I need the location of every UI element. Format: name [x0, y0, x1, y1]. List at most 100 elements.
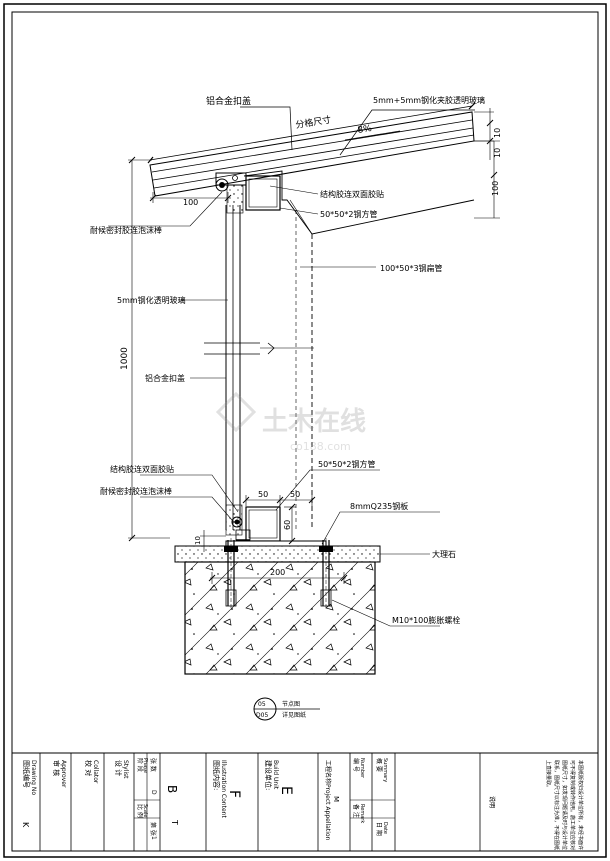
watermark: 土木在线 co188.com — [215, 391, 366, 453]
detail-tag-right-2: 详见图纸 — [282, 711, 306, 719]
tb-scale-en: Scale — [142, 804, 148, 817]
anchor-bolt-right — [319, 538, 333, 610]
tb-phase-label: 阶 段 — [136, 758, 144, 772]
top-joint — [215, 172, 247, 214]
dim-60-line — [284, 503, 296, 545]
tb-date-en: Date — [382, 822, 388, 834]
grid-size-label: 分格尺寸 — [295, 113, 332, 130]
tb-content-label: 图纸内容: — [212, 760, 221, 790]
tb-phase-value: B — [165, 785, 179, 793]
right-100-dim — [474, 140, 500, 219]
steel-plate-label: 8mmQ235钢板 — [350, 501, 408, 511]
tb-check-label: 校 对 — [84, 760, 93, 776]
right-thickness-dims — [474, 108, 494, 160]
tb-project-label: 工程名称Project Appellation — [324, 760, 332, 841]
tb-approve-label: 审 核 — [52, 760, 61, 776]
square-tube-top-leader — [279, 207, 319, 215]
tb-approve-en: Approver — [60, 760, 67, 788]
dim-50-a: 50 — [258, 490, 268, 499]
glass-laminated-leader — [339, 109, 475, 156]
tb-number-label: 编 号 — [352, 758, 360, 772]
marble-slab — [174, 545, 381, 563]
square-tube-bottom-leader — [275, 469, 380, 511]
struct-glue-bottom-label: 结构胶连双面胶贴 — [110, 464, 174, 474]
tb-unit-label: 建设单位: — [264, 760, 273, 790]
title-block — [11, 752, 599, 852]
weather-seal-top-label: 耐候密封胶连泡沫棒 — [90, 225, 162, 235]
dim-100-top: 100 — [183, 198, 198, 207]
flat-tube-label: 100*50*3钢扁管 — [380, 263, 443, 273]
tb-date-label: 日 期 — [375, 822, 383, 836]
tb-remark-label: 备 注 — [352, 804, 360, 818]
detail-tag: 05 D05 节点图 详见图纸 — [253, 697, 320, 721]
weather-seal-bottom-label: 耐候密封胶连泡沫棒 — [100, 486, 172, 496]
detail-tag-bottom: D05 — [256, 712, 268, 719]
dim-10-left: 10 — [194, 536, 202, 545]
tb-project-value: M — [332, 796, 340, 802]
anchor-bolt-label: M10*100膨胀螺栓 — [392, 615, 460, 625]
watermark-sub: co188.com — [290, 440, 351, 453]
tb-scale-value: 1 — [150, 836, 157, 840]
weather-seal-top-leader — [108, 191, 223, 227]
detail-tag-right-1: 节点图 — [282, 700, 300, 708]
dim-1000: 1000 — [120, 347, 130, 370]
watermark-main: 土木在线 — [262, 407, 366, 437]
left-100-dim — [149, 192, 232, 203]
tb-summary-en: Summary — [382, 758, 388, 782]
tb-qty-value: D — [150, 790, 157, 795]
concrete-base — [184, 561, 376, 675]
vertical-glass — [204, 205, 314, 530]
dim-100-right: 100 — [491, 181, 500, 196]
dim-small-2: 10 — [493, 148, 502, 158]
tb-design-label: 设 计 — [114, 760, 123, 776]
dim-50-b: 50 — [290, 490, 300, 499]
square-tube-bottom-label: 50*50*2钢方管 — [318, 459, 375, 469]
dim-small-1: 10 — [493, 128, 502, 138]
steel-plate-leader — [321, 511, 440, 545]
glass-laminated-label: 5mm+5mm钢化夹胶透明玻璃 — [373, 95, 485, 105]
tb-unit-value: E — [278, 786, 294, 795]
tb-sheet-value: T — [170, 819, 179, 825]
outer-frame — [3, 3, 607, 858]
weather-seal-bottom-leader — [140, 496, 233, 521]
struct-glue-bottom-leader — [140, 474, 239, 513]
steel-plate — [225, 540, 327, 547]
tb-drawing-no-en: Drawing No — [30, 760, 37, 795]
bottom-joint — [225, 504, 251, 541]
aluminum-cap-top-label: 铝合金扣盖 — [206, 95, 251, 107]
height-1000-dim — [128, 156, 170, 542]
slope-arrow — [344, 130, 401, 141]
tb-sheet-label: 第 张 — [149, 822, 157, 836]
cap-top-leader — [240, 106, 293, 151]
tb-summary-label: 概 要 — [375, 758, 383, 772]
struct-glue-top-leader — [269, 185, 319, 195]
tb-notes-heading: 说明 — [488, 796, 496, 808]
detail-tag-top: 05 — [258, 701, 266, 708]
tb-qty-label: 张 数 — [149, 758, 157, 772]
glass-tempered-label: 5mm钢化透明玻璃 — [117, 295, 186, 305]
dim-60: 60 — [283, 520, 292, 530]
top-square-tube — [245, 175, 281, 211]
tb-unit-en: Build Unit — [272, 760, 279, 790]
tb-check-en: Collator — [92, 760, 99, 784]
tb-content-en: Illustration Content — [220, 760, 227, 818]
tb-drawing-no-label: 图纸编号 — [22, 760, 31, 788]
tb-drawing-no-value: K — [21, 822, 30, 828]
tb-number-en: Number — [359, 758, 365, 779]
tb-content-value: F — [226, 790, 242, 798]
bottom-50-dims — [242, 495, 316, 506]
aluminum-cap-mid-label: 铝合金扣盖 — [145, 373, 185, 383]
anchor-bolt-left — [224, 538, 238, 610]
tb-phase-en: Phase — [142, 758, 148, 773]
tb-scale-label: 比 例 — [136, 804, 144, 818]
square-tube-top-label: 50*50*2钢方管 — [320, 209, 377, 219]
tb-design-en: Stylist — [122, 760, 129, 779]
tb-notes-box: 本图纸版权归设计单位所有，未经书面许可不得复制或转作他用。施工单位应核对图纸尺寸… — [545, 760, 583, 851]
anchor-bolt-leader — [331, 599, 440, 627]
marble-label: 大理石 — [432, 549, 456, 559]
bottom-square-tube — [245, 506, 281, 542]
slope-label: 8% — [357, 124, 373, 136]
steel-flat-tube — [243, 170, 475, 530]
tb-notes-text: 本图纸版权归设计单位所有，未经书面许可不得复制或转作他用。施工单位应核对图纸尺寸… — [545, 760, 583, 851]
